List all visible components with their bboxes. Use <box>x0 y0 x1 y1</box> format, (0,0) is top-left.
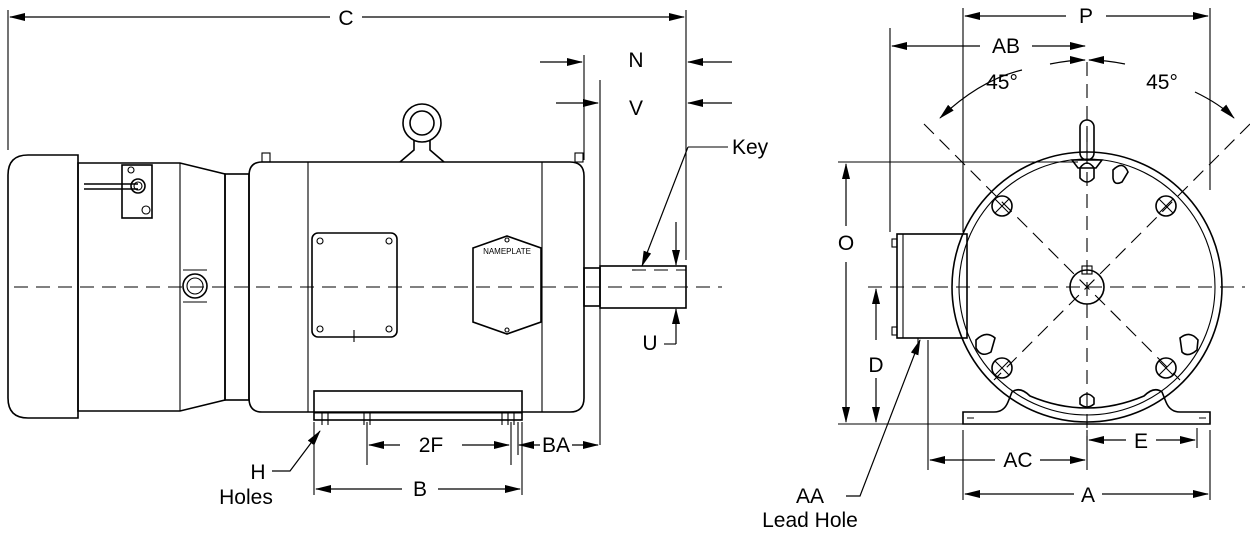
dim-label-ac: AC <box>1003 449 1032 472</box>
end-view: P AB 45° 45° O D AC E <box>762 5 1250 532</box>
end-feet <box>962 388 1211 425</box>
dim-label-d: D <box>868 354 883 377</box>
dim-label-2f: 2F <box>419 434 444 457</box>
dim-label-p: P <box>1079 5 1093 28</box>
bolt-holes <box>991 195 1177 379</box>
dim-label-45-right: 45° <box>1146 71 1178 94</box>
dim-label-o: O <box>838 232 854 255</box>
dim-label-a: A <box>1081 484 1095 507</box>
conduit-box <box>311 232 398 338</box>
conduit-fitting <box>121 164 153 219</box>
dim-label-e: E <box>1134 430 1148 453</box>
dim-label-c: C <box>338 7 353 30</box>
label-holes: Holes <box>219 486 273 509</box>
motor-frame <box>248 161 585 413</box>
label-key: Key <box>732 136 769 159</box>
dim-label-u: U <box>642 332 657 355</box>
end-conduit-box <box>896 233 968 339</box>
side-view: NAMEPLATE C N V Key U <box>7 7 769 509</box>
dim-label-ba: BA <box>542 434 570 457</box>
dim-label-ab: AB <box>992 35 1020 58</box>
label-h: H <box>250 461 265 484</box>
dim-label-45-left: 45° <box>986 71 1018 94</box>
nameplate <box>472 235 542 335</box>
dim-label-n: N <box>628 49 643 72</box>
label-lead-hole: Lead Hole <box>762 509 858 532</box>
mounting-foot <box>313 390 523 421</box>
dim-label-v: V <box>629 97 643 120</box>
label-aa: AA <box>796 485 824 508</box>
dim-label-b: B <box>413 478 427 501</box>
nameplate-label: NAMEPLATE <box>483 247 531 256</box>
fan-cover <box>7 154 79 419</box>
lifting-eye <box>402 103 442 143</box>
